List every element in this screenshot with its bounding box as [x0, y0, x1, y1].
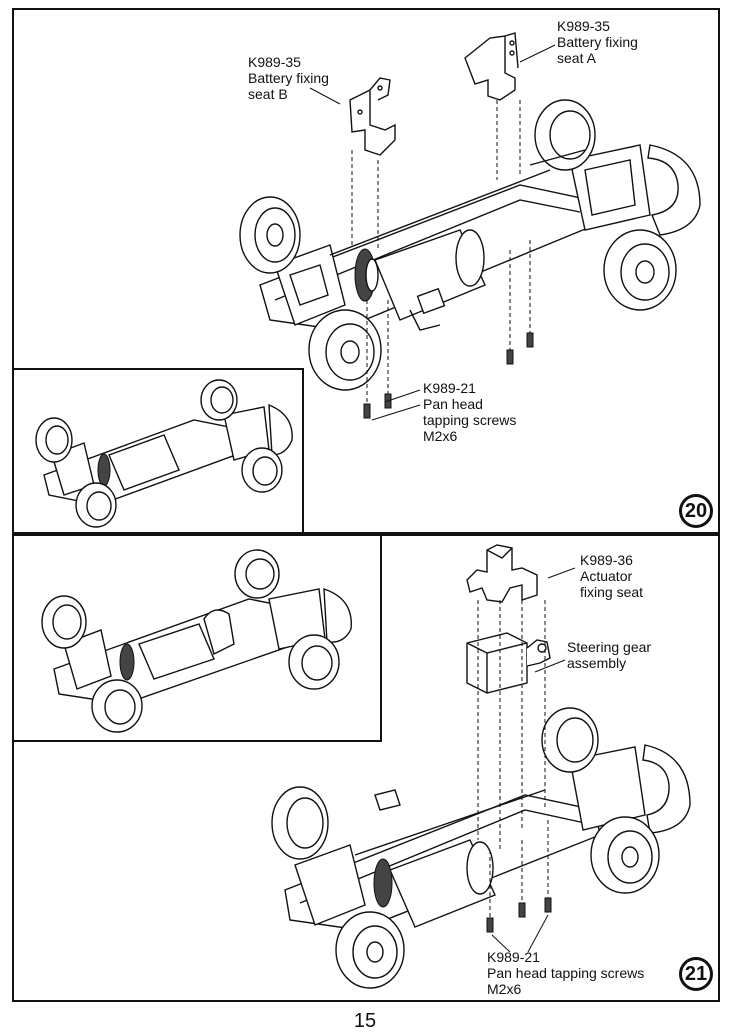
part-name: Steering gear: [567, 639, 652, 655]
part-number: K989-21: [487, 949, 540, 965]
part-number: K989-35: [557, 18, 610, 34]
step-20-badge: 20: [679, 494, 713, 528]
step-21-result-inset: [12, 534, 382, 742]
part-number: K989-36: [580, 552, 633, 568]
part-name-cont: seat A: [557, 50, 596, 66]
part-name-cont: seat B: [248, 86, 288, 102]
part-number: K989-21: [423, 380, 476, 396]
actuator-seat-label: K989-36 Actuator fixing seat: [580, 552, 643, 600]
step-20-result-illustration: [35, 379, 293, 528]
part-name: Actuator: [580, 568, 633, 584]
part-name: Pan head tapping screws: [487, 965, 645, 981]
screw-size: M2x6: [423, 428, 458, 444]
battery-seat-b-label: K989-35 Battery fixing seat B: [248, 54, 329, 102]
step-21-result-illustration: [41, 549, 352, 733]
step-20-result-inset: [12, 368, 304, 534]
actuator-fixing-seat-part: [466, 544, 538, 603]
screw-size: M2x6: [487, 981, 522, 997]
step-20-screws-label: K989-21 Pan head tapping screws M2x6: [423, 380, 516, 444]
step-21-badge: 21: [679, 957, 713, 991]
part-name-cont: tapping screws: [423, 412, 517, 428]
step-20-chassis-illustration: [239, 99, 701, 391]
part-number: K989-35: [248, 54, 301, 70]
battery-fixing-seat-b-part: [349, 77, 396, 156]
steering-gear-label: Steering gear assembly: [567, 639, 651, 671]
step-21-chassis-illustration: [271, 707, 691, 989]
part-name-cont: fixing seat: [580, 584, 644, 600]
step-21-screws-label: K989-21 Pan head tapping screws M2x6: [487, 949, 644, 997]
battery-seat-a-label: K989-35 Battery fixing seat A: [557, 18, 638, 66]
steering-gear-assembly-part: [466, 632, 551, 694]
battery-fixing-seat-a-part: [464, 32, 519, 101]
part-name: Pan head: [423, 396, 483, 412]
part-name-cont: assembly: [567, 655, 627, 671]
part-name: Battery fixing: [248, 70, 329, 86]
step-20-assembly-lines: [309, 44, 556, 421]
page-number: 15: [353, 1010, 377, 1032]
part-name: Battery fixing: [557, 34, 638, 50]
